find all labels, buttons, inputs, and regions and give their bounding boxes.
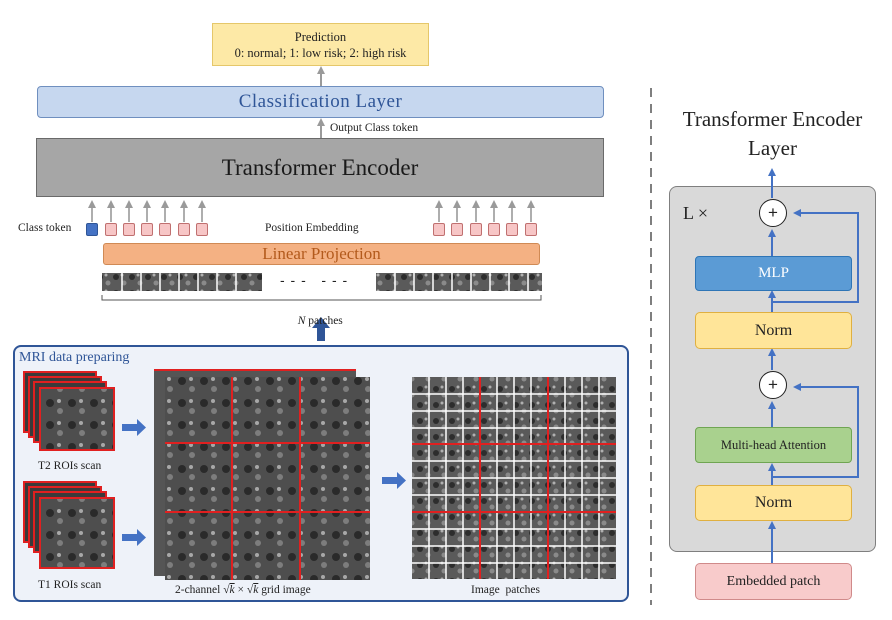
prediction-box: Prediction 0: normal; 1: low risk; 2: hi… <box>212 23 429 66</box>
position-token <box>488 223 500 236</box>
plus-icon: + <box>768 375 778 394</box>
position-token <box>123 223 135 236</box>
position-token <box>141 223 153 236</box>
up-arrow-patches <box>312 317 330 341</box>
position-token <box>105 223 117 236</box>
embedded-patch-label: Embedded patch <box>726 573 821 589</box>
attention-label: Multi-head Attention <box>720 437 827 452</box>
n-symbol: N <box>297 315 306 327</box>
position-token <box>525 223 537 236</box>
encoder-layer-arrows <box>768 168 859 563</box>
grid-label-prefix: 2-channel <box>175 584 224 596</box>
position-embedding-tokens-right <box>433 223 543 237</box>
repeat-label: L × <box>683 203 708 223</box>
t2-scan-stack <box>23 371 115 451</box>
classification-layer-label: Classification Layer <box>238 91 403 112</box>
t2-label: T2 ROIs scan <box>38 460 102 472</box>
t1-label: T1 ROIs scan <box>38 579 102 591</box>
sqrt-k-1: √k <box>223 584 235 596</box>
image-patches-grid <box>412 377 616 579</box>
classification-layer: Classification Layer <box>37 86 604 118</box>
transformer-encoder-label: Transformer Encoder <box>221 154 419 180</box>
patch-gap-dashes: - - - - - - <box>280 272 349 288</box>
add-node-bottom: + <box>759 371 787 399</box>
grid-image <box>154 369 370 580</box>
position-token <box>159 223 171 236</box>
token-arrows <box>88 200 535 222</box>
position-token <box>470 223 482 236</box>
encoder-layer-title: Transformer Encoder Layer <box>655 105 890 163</box>
linear-projection-label: Linear Projection <box>262 244 381 263</box>
linear-projection-block: Linear Projection <box>103 243 540 265</box>
encoder-layer-title-line2: Layer <box>748 136 797 160</box>
position-token <box>433 223 445 236</box>
n-patches-label: N patches <box>292 303 343 327</box>
class-token-label: Class token <box>18 222 72 234</box>
norm-block-bottom: Norm <box>695 485 852 521</box>
n-patches-text: patches <box>305 315 343 327</box>
times-symbol: × <box>234 584 247 596</box>
prediction-title: Prediction <box>294 29 347 44</box>
position-embedding-tokens-left <box>105 223 215 237</box>
output-class-token-label: Output Class token <box>330 122 419 134</box>
t1-scan-stack <box>23 481 115 569</box>
plus-icon: + <box>768 203 778 222</box>
grid-label-suffix: grid image <box>258 584 311 596</box>
encoder-layer-title-line1: Transformer Encoder <box>682 107 863 131</box>
panel-arrows <box>122 419 406 546</box>
k-symbol: k <box>229 584 235 596</box>
position-token <box>178 223 190 236</box>
position-token <box>451 223 463 236</box>
mlp-label: MLP <box>758 265 789 281</box>
k-symbol: k <box>253 584 259 596</box>
grid-image-label: 2-channel √k × √k grid image <box>175 584 311 596</box>
prediction-classes: 0: normal; 1: low risk; 2: high risk <box>234 45 407 60</box>
patch-strip <box>101 273 542 301</box>
transformer-encoder-block: Transformer Encoder <box>36 138 604 197</box>
attention-block: Multi-head Attention <box>695 427 852 463</box>
sqrt-k-2: √k <box>246 584 259 596</box>
position-token <box>506 223 518 236</box>
norm-block-top: Norm <box>695 312 852 349</box>
mri-panel-title: MRI data preparing <box>19 350 130 365</box>
embedded-patch-block: Embedded patch <box>695 563 852 600</box>
add-node-top: + <box>759 199 787 227</box>
norm-top-label: Norm <box>754 321 793 339</box>
position-embedding-label: Position Embedding <box>265 222 359 234</box>
image-patches-label: Image patches <box>471 584 540 596</box>
class-token <box>86 223 98 236</box>
mlp-block: MLP <box>695 256 852 291</box>
position-token <box>196 223 208 236</box>
norm-bottom-label: Norm <box>754 494 793 511</box>
